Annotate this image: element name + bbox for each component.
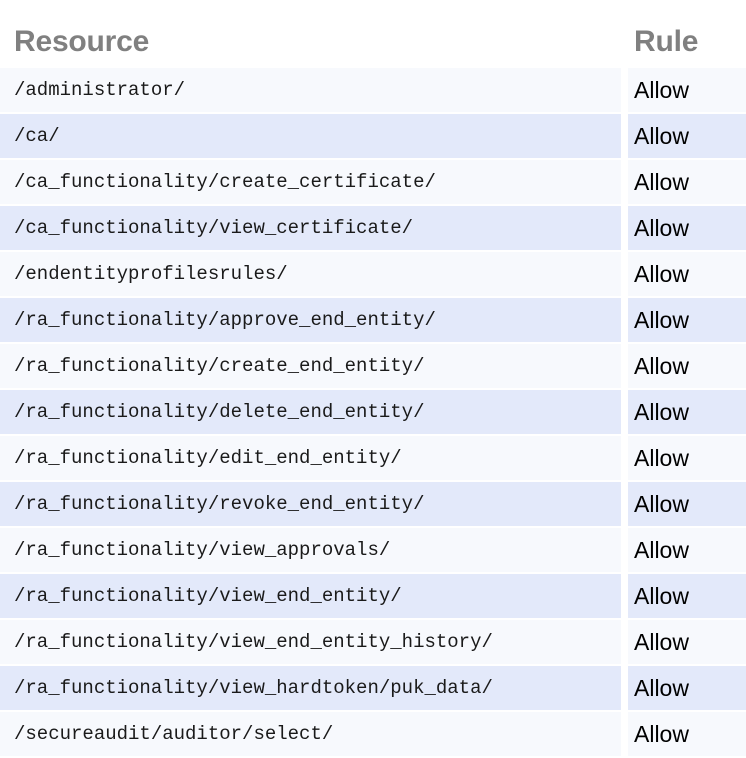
cell-resource: /endentityprofilesrules/ [0, 252, 621, 298]
table-row[interactable]: /ra_functionality/revoke_end_entity/Allo… [0, 482, 746, 528]
column-divider [621, 68, 628, 114]
column-header-spacer [621, 0, 628, 68]
table-row[interactable]: /ra_functionality/view_approvals/Allow [0, 528, 746, 574]
cell-resource: /ra_functionality/delete_end_entity/ [0, 390, 621, 436]
column-divider [621, 390, 628, 436]
column-header-rule[interactable]: Rule [628, 0, 746, 68]
column-divider [621, 206, 628, 252]
table-row[interactable]: /ra_functionality/delete_end_entity/Allo… [0, 390, 746, 436]
cell-rule: Allow [628, 68, 746, 114]
cell-rule: Allow [628, 344, 746, 390]
cell-resource: /ra_functionality/approve_end_entity/ [0, 298, 621, 344]
table-row[interactable]: /ca_functionality/view_certificate/Allow [0, 206, 746, 252]
cell-resource: /secureaudit/auditor/select/ [0, 712, 621, 758]
table-header-row: Resource Rule [0, 0, 746, 68]
cell-resource: /ra_functionality/view_hardtoken/puk_dat… [0, 666, 621, 712]
cell-rule: Allow [628, 436, 746, 482]
table-row[interactable]: /ra_functionality/create_end_entity/Allo… [0, 344, 746, 390]
table-row[interactable]: /ca_functionality/create_certificate/All… [0, 160, 746, 206]
column-divider [621, 666, 628, 712]
cell-rule: Allow [628, 252, 746, 298]
cell-rule: Allow [628, 390, 746, 436]
cell-rule: Allow [628, 298, 746, 344]
column-divider [621, 620, 628, 666]
cell-resource: /ra_functionality/create_end_entity/ [0, 344, 621, 390]
column-divider [621, 160, 628, 206]
column-divider [621, 482, 628, 528]
cell-resource: /ca_functionality/view_certificate/ [0, 206, 621, 252]
table-row[interactable]: /ra_functionality/view_end_entity_histor… [0, 620, 746, 666]
table-row[interactable]: /secureaudit/auditor/select/Allow [0, 712, 746, 758]
cell-rule: Allow [628, 666, 746, 712]
table-row[interactable]: /ra_functionality/view_hardtoken/puk_dat… [0, 666, 746, 712]
column-header-resource[interactable]: Resource [0, 0, 621, 68]
column-divider [621, 712, 628, 758]
table-row[interactable]: /ca/Allow [0, 114, 746, 160]
cell-resource: /ra_functionality/view_end_entity/ [0, 574, 621, 620]
cell-rule: Allow [628, 620, 746, 666]
column-divider [621, 528, 628, 574]
cell-rule: Allow [628, 712, 746, 758]
column-divider [621, 436, 628, 482]
column-divider [621, 574, 628, 620]
cell-rule: Allow [628, 482, 746, 528]
table-row[interactable]: /ra_functionality/edit_end_entity/Allow [0, 436, 746, 482]
cell-resource: /administrator/ [0, 68, 621, 114]
table-row[interactable]: /endentityprofilesrules/Allow [0, 252, 746, 298]
cell-resource: /ra_functionality/edit_end_entity/ [0, 436, 621, 482]
table-body: /administrator/Allow/ca/Allow/ca_functio… [0, 68, 746, 758]
column-divider [621, 114, 628, 160]
cell-rule: Allow [628, 160, 746, 206]
cell-resource: /ra_functionality/view_approvals/ [0, 528, 621, 574]
table-row[interactable]: /ra_functionality/view_end_entity/Allow [0, 574, 746, 620]
cell-resource: /ca/ [0, 114, 621, 160]
cell-rule: Allow [628, 528, 746, 574]
column-divider [621, 298, 628, 344]
column-divider [621, 252, 628, 298]
column-divider [621, 344, 628, 390]
cell-rule: Allow [628, 114, 746, 160]
table-header: Resource Rule [0, 0, 746, 68]
table-row[interactable]: /administrator/Allow [0, 68, 746, 114]
cell-rule: Allow [628, 574, 746, 620]
table-row[interactable]: /ra_functionality/approve_end_entity/All… [0, 298, 746, 344]
cell-resource: /ca_functionality/create_certificate/ [0, 160, 621, 206]
cell-resource: /ra_functionality/view_end_entity_histor… [0, 620, 621, 666]
cell-resource: /ra_functionality/revoke_end_entity/ [0, 482, 621, 528]
cell-rule: Allow [628, 206, 746, 252]
